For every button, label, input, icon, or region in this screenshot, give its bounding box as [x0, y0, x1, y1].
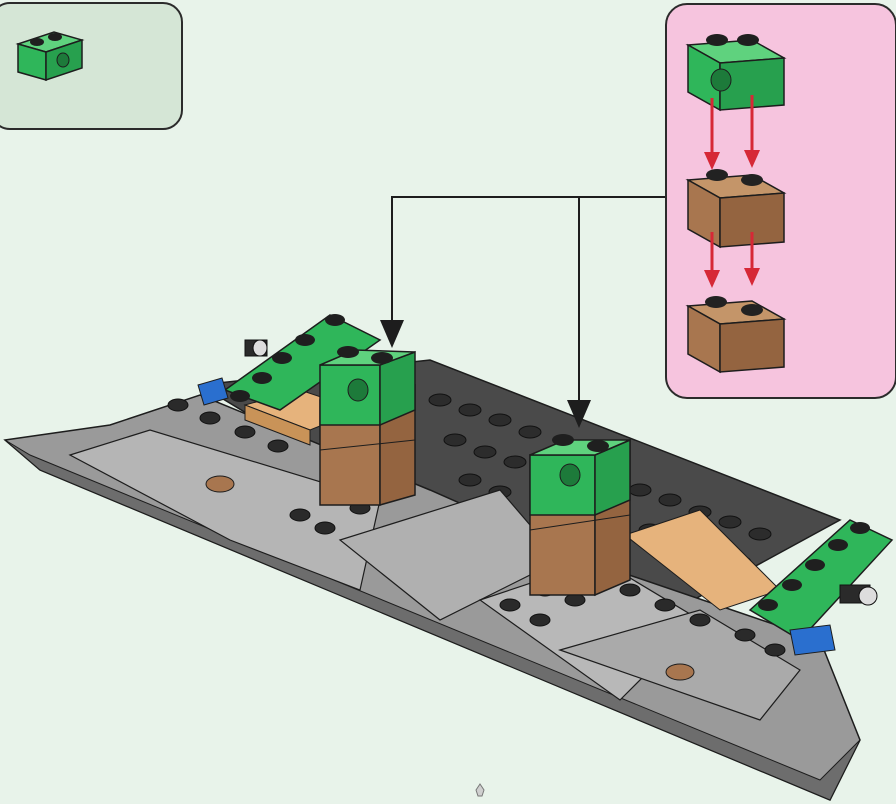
- sub-assembly-diagram: [685, 34, 787, 374]
- main-model: [3, 196, 894, 801]
- parts-brick-icon: [15, 31, 85, 82]
